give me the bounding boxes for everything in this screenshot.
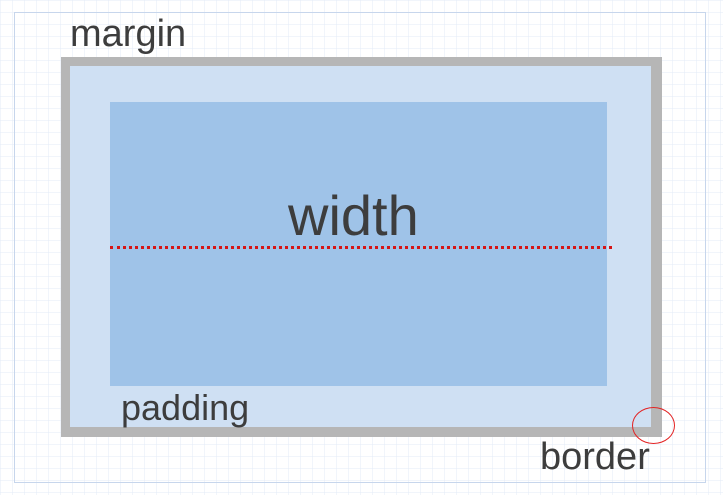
margin-outline xyxy=(14,12,706,483)
padding-label: padding xyxy=(121,387,250,428)
width-label: width xyxy=(288,184,419,247)
width-indicator-line xyxy=(110,246,612,249)
content-box xyxy=(110,102,607,386)
border-corner-circle xyxy=(632,407,675,444)
margin-label: margin xyxy=(70,13,187,55)
border-label: border xyxy=(540,436,650,478)
